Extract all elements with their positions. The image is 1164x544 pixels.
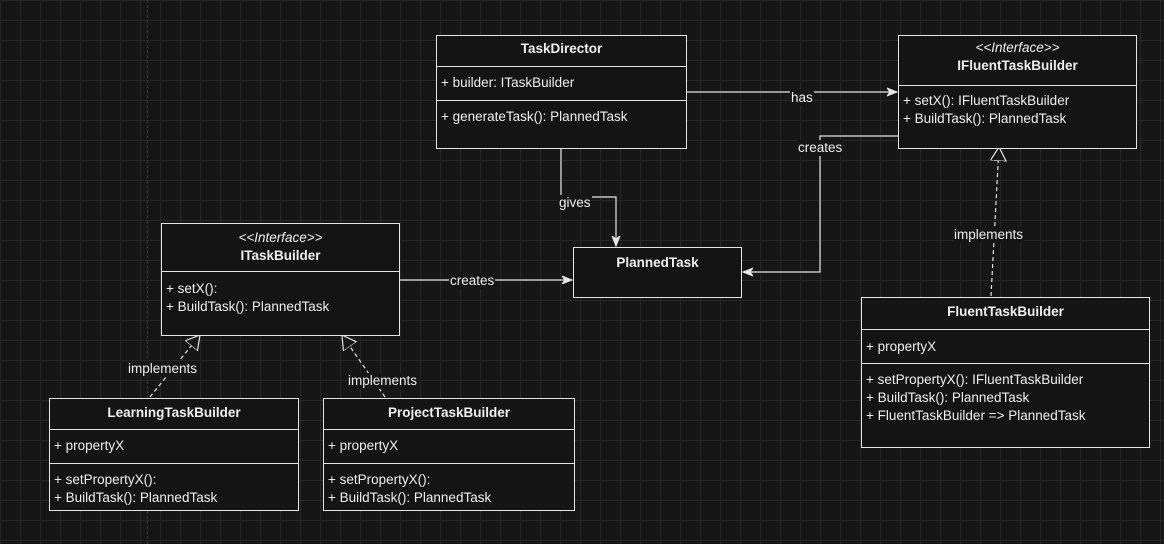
task-director-method: + generateTask(): PlannedTask bbox=[441, 109, 628, 124]
fluent-name: FluentTaskBuilder bbox=[947, 304, 1064, 319]
project-name: ProjectTaskBuilder bbox=[387, 405, 511, 420]
gives-label: gives bbox=[558, 195, 592, 211]
ifluent-name: IFluentTaskBuilder bbox=[957, 58, 1078, 73]
learning-method: + setPropertyX(): bbox=[54, 472, 157, 487]
itask-builder-interface[interactable]: <<Interface>> ITaskBuilder + setX(): + B… bbox=[161, 223, 400, 336]
has-label: has bbox=[790, 90, 814, 106]
implements-fluent-line bbox=[991, 147, 999, 297]
implements-project-line bbox=[342, 335, 386, 398]
fluent-task-builder-class[interactable]: FluentTaskBuilder + propertyX + setPrope… bbox=[861, 297, 1150, 448]
itask-stereotype: <<Interface>> bbox=[238, 230, 323, 245]
fluent-method: + setPropertyX(): IFluentTaskBuilder bbox=[866, 372, 1084, 387]
learning-method: + BuildTask(): PlannedTask bbox=[54, 490, 218, 505]
project-task-builder-class[interactable]: ProjectTaskBuilder + propertyX + setProp… bbox=[323, 398, 575, 511]
itask-method: + BuildTask(): PlannedTask bbox=[166, 299, 330, 314]
fluent-attribute: + propertyX bbox=[866, 339, 937, 354]
implements-learning-line bbox=[149, 335, 200, 398]
fluent-method: + FluentTaskBuilder => PlannedTask bbox=[866, 408, 1086, 423]
ifluent-method: + BuildTask(): PlannedTask bbox=[903, 111, 1067, 126]
implements-fluent-label: implements bbox=[953, 227, 1025, 243]
planned-task-class[interactable]: PlannedTask bbox=[573, 247, 742, 298]
canvas-guide-line bbox=[147, 0, 148, 544]
implements-project-label: implements bbox=[347, 373, 419, 389]
creates-fluent-label: creates bbox=[797, 140, 844, 156]
learning-name: LearningTaskBuilder bbox=[107, 405, 241, 420]
creates-itask-label: creates bbox=[449, 273, 496, 289]
itask-method: + setX(): bbox=[166, 281, 218, 296]
ifluent-method: + setX(): IFluentTaskBuilder bbox=[903, 93, 1070, 108]
task-director-name: TaskDirector bbox=[520, 41, 603, 56]
learning-attribute: + propertyX bbox=[54, 438, 125, 453]
ifluent-task-builder-interface[interactable]: <<Interface>> IFluentTaskBuilder + setX(… bbox=[898, 35, 1137, 149]
task-director-attribute: + builder: ITaskBuilder bbox=[441, 75, 575, 90]
ifluent-stereotype: <<Interface>> bbox=[975, 40, 1060, 55]
creates-fluent-line bbox=[743, 135, 898, 272]
project-attribute: + propertyX bbox=[328, 438, 399, 453]
project-method: + setPropertyX(): bbox=[328, 472, 431, 487]
implements-learning-label: implements bbox=[127, 361, 199, 377]
fluent-method: + BuildTask(): PlannedTask bbox=[866, 390, 1030, 405]
task-director-class[interactable]: TaskDirector + builder: ITaskBuilder + g… bbox=[436, 35, 687, 149]
learning-task-builder-class[interactable]: LearningTaskBuilder + propertyX + setPro… bbox=[49, 398, 299, 511]
project-method: + BuildTask(): PlannedTask bbox=[328, 490, 492, 505]
planned-task-name: PlannedTask bbox=[616, 255, 699, 270]
itask-name: ITaskBuilder bbox=[240, 248, 321, 263]
